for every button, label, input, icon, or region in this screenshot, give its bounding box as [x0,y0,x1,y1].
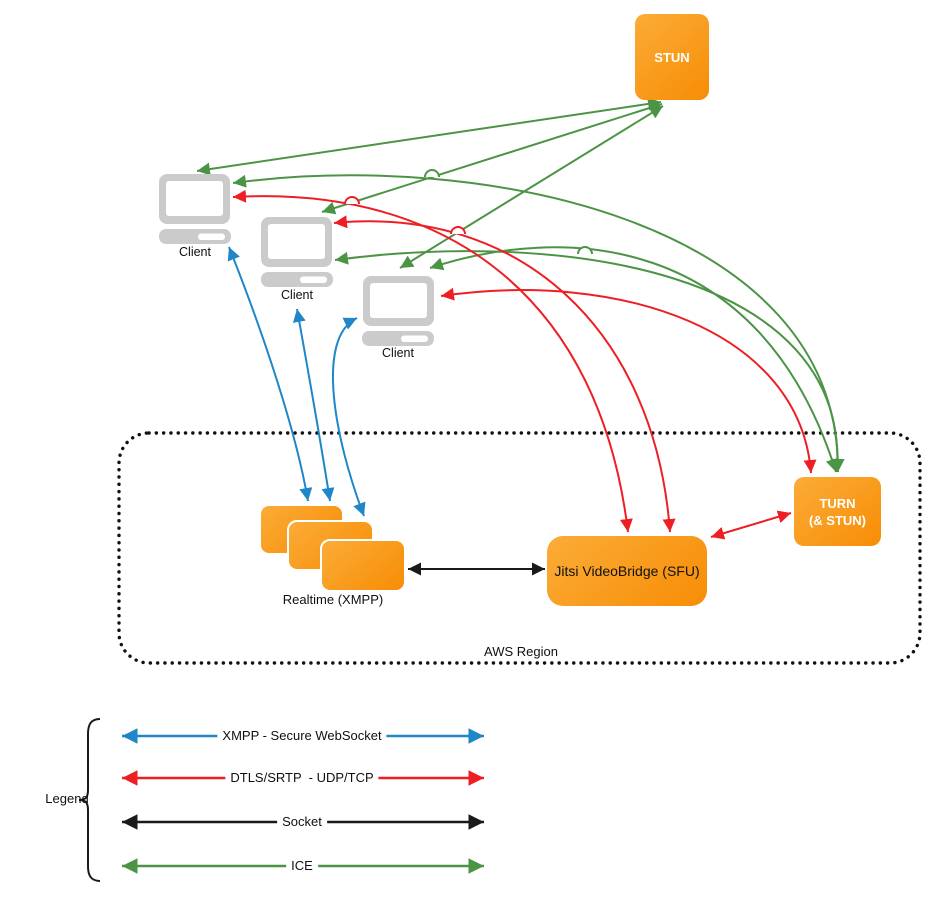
xmpp-stack-box-front [320,539,406,592]
legend-item-dtls: DTLS/SRTP - UDP/TCP [225,770,379,785]
legend-brace [78,718,101,882]
jvb-label: Jitsi VideoBridge (SFU) [554,562,700,579]
client-computer-icon [261,217,333,287]
aws-region-border [117,431,922,665]
client3-label: Client [382,346,414,360]
dtls-edges [232,189,817,540]
client-computer-icon [159,174,231,244]
line-hops [344,169,593,255]
node-stun: STUN [635,14,709,100]
stun-label: STUN [654,49,690,65]
turn-label-line2: (& STUN) [808,512,867,528]
client1-label: Client [179,245,211,259]
node-turn: TURN (& STUN) [794,477,881,546]
legend-title: Legend [45,791,89,806]
xmpp-stack-label: Realtime (XMPP) [282,592,384,607]
aws-region-label: AWS Region [484,644,558,659]
client2-label: Client [281,288,313,302]
legend-item-socket: Socket [277,814,327,829]
xmpp-edges [227,246,366,517]
legend-item-xmpp: XMPP - Secure WebSocket [217,728,387,743]
legend-item-ice: ICE [286,858,318,873]
node-jitsi-videobridge: Jitsi VideoBridge (SFU) [547,536,707,606]
client-computer-icon [362,276,434,346]
turn-label-line1: TURN [819,495,856,511]
legend-arrows [121,728,484,874]
